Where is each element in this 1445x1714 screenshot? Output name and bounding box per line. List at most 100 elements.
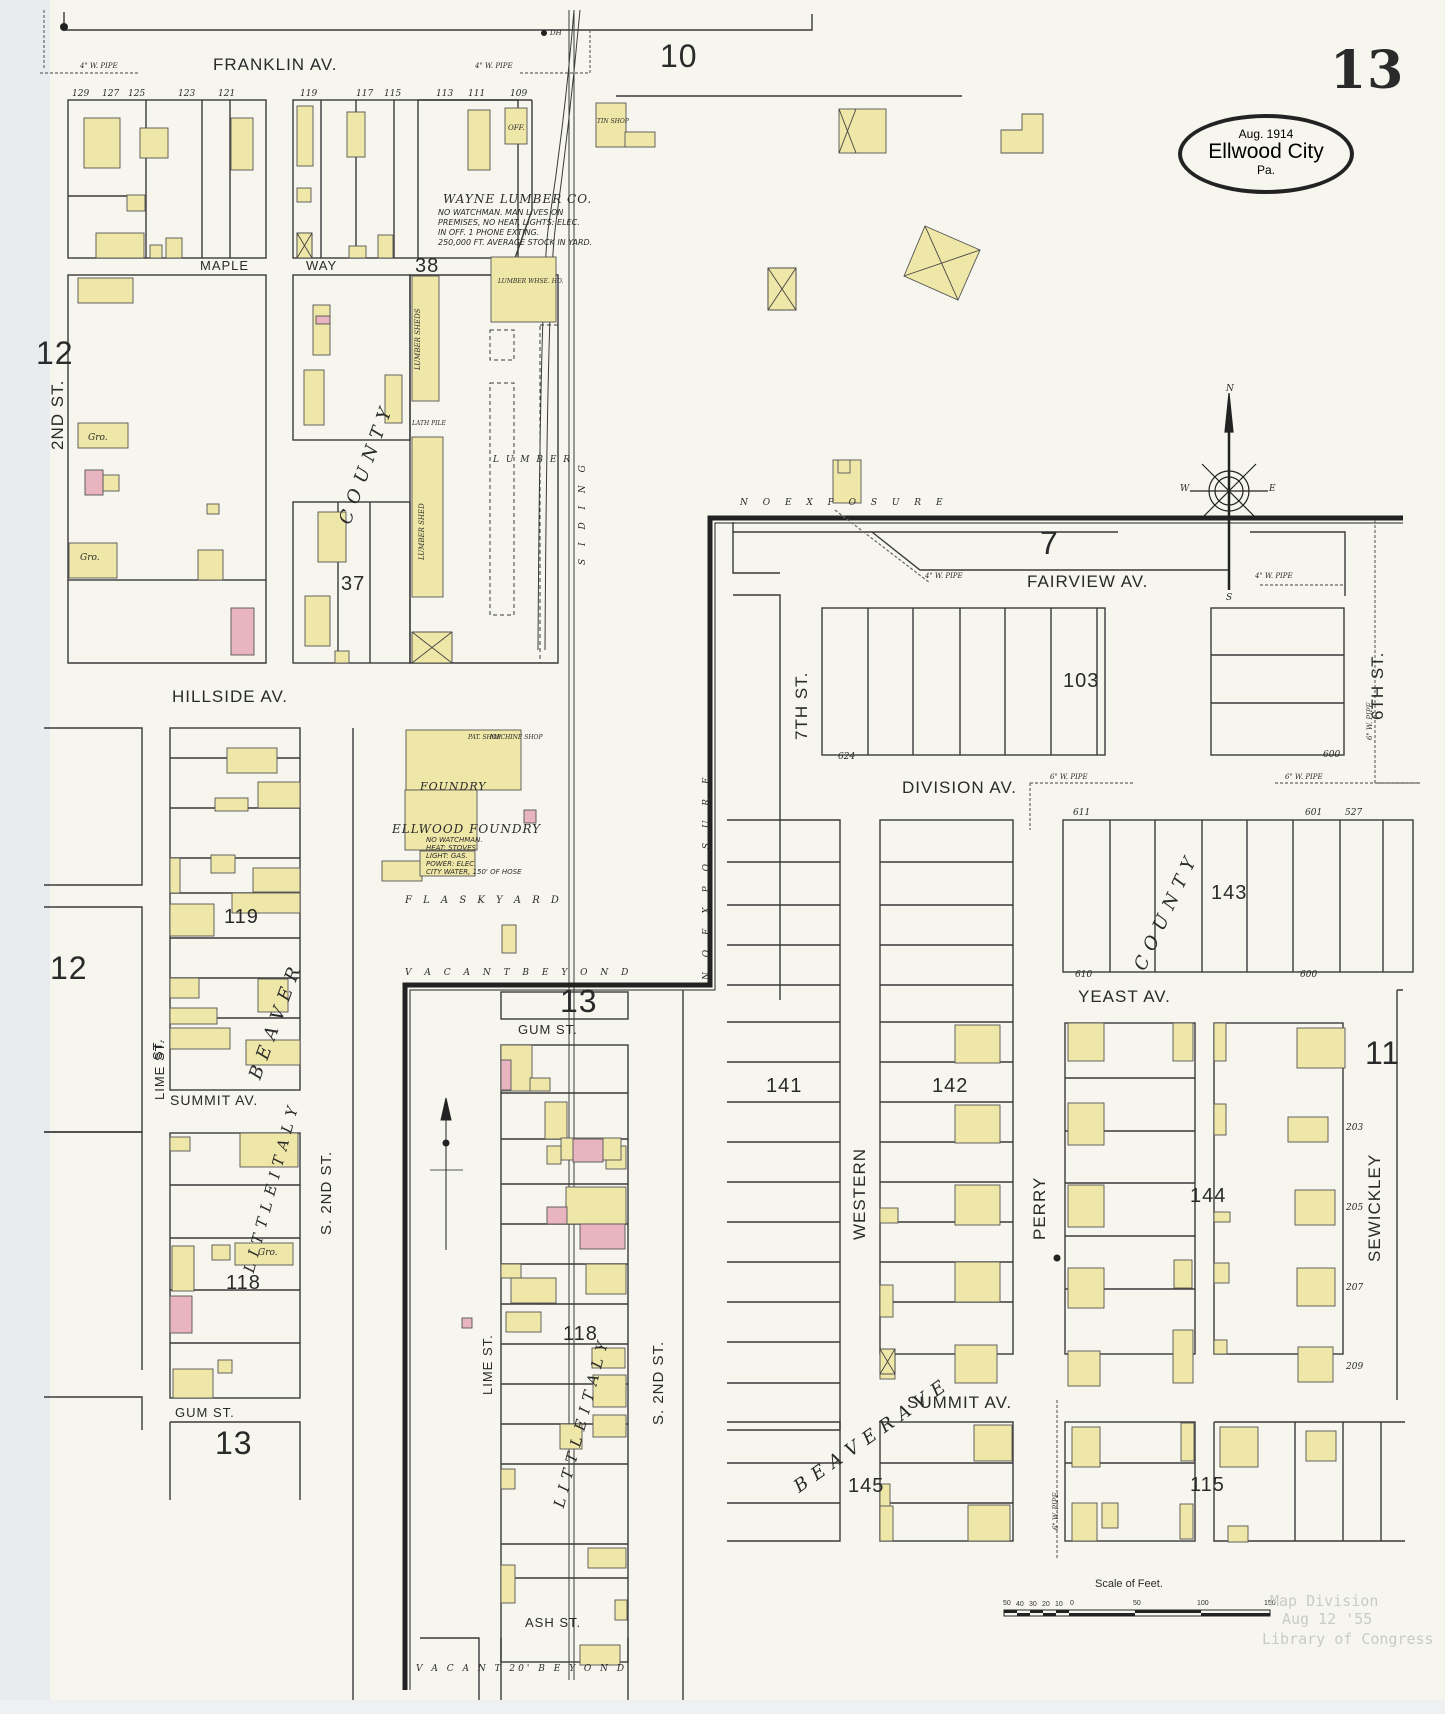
- building-grocery-1[interactable]: Gro.: [88, 433, 108, 443]
- block-37[interactable]: 37: [341, 573, 366, 595]
- block-141[interactable]: 141: [766, 1075, 803, 1097]
- house-number: 121: [218, 89, 236, 99]
- stamp-line-2: Aug 12 '55: [1282, 1610, 1373, 1628]
- business-wayne-lumber-name[interactable]: WAYNE LUMBER CO.: [443, 192, 593, 206]
- block-115[interactable]: 115: [1190, 1474, 1225, 1496]
- block-119[interactable]: 119: [224, 906, 259, 928]
- block-118-central[interactable]: 118: [563, 1323, 598, 1345]
- adjacent-sheet-12-mid[interactable]: 12: [50, 950, 88, 986]
- title-date: Aug. 1914: [1238, 127, 1294, 141]
- house-number: 119: [300, 89, 318, 99]
- house-number: 111: [468, 89, 486, 99]
- house-number: 209: [1346, 1362, 1364, 1372]
- note-line: 250,000 FT. AVERAGE STOCK IN YARD.: [438, 238, 593, 247]
- block-103[interactable]: 103: [1063, 670, 1100, 692]
- block-145[interactable]: 145: [848, 1475, 885, 1497]
- map-sheet: [50, 0, 1445, 1714]
- adjacent-sheet-12-top[interactable]: 12: [36, 335, 74, 371]
- note-line: CITY WATER, 150' OF HOSE: [426, 868, 522, 876]
- house-number: 115: [384, 89, 402, 99]
- business-wayne-lumber-notes: NO WATCHMAN. MAN LIVES ON PREMISES, NO H…: [438, 208, 592, 248]
- label-no-exposure-top: N O E X P O S U R E: [740, 498, 949, 508]
- house-number: 205: [1346, 1203, 1364, 1213]
- scale-tick: 0: [1070, 1600, 1074, 1607]
- house-number: 611: [1073, 808, 1091, 818]
- house-number: 127: [102, 89, 120, 99]
- scan-margin: [0, 1700, 1445, 1714]
- pipe-label-division-west: 6" W. PIPE: [1050, 773, 1088, 781]
- street-summit-av-east: SUMMIT AV.: [907, 1393, 1013, 1412]
- hydrant-label: DH: [550, 29, 562, 37]
- block-38[interactable]: 38: [415, 255, 440, 277]
- house-number: 203: [1346, 1123, 1364, 1133]
- scale-tick: 30: [1029, 1601, 1037, 1608]
- street-franklin-av: FRANKLIN AV.: [213, 55, 338, 74]
- scale-tick: 10: [1055, 1601, 1063, 1608]
- scale-tick: 150: [1264, 1600, 1276, 1607]
- block-143[interactable]: 143: [1211, 882, 1248, 904]
- pipe-label-franklin-west: 4" W. PIPE: [80, 62, 118, 70]
- compass-north: N: [1226, 384, 1234, 394]
- scale-tick: 50: [1133, 1600, 1141, 1607]
- building-office[interactable]: OFF.: [508, 124, 525, 132]
- building-lumber-whse[interactable]: LUMBER WHSE. HO.: [498, 278, 564, 285]
- street-fairview-av: FAIRVIEW AV.: [1027, 572, 1149, 591]
- building-foundry[interactable]: FOUNDRY: [420, 780, 487, 793]
- street-gum-st-central: GUM ST.: [518, 1022, 578, 1037]
- note-line: HEAT: STOVES.: [426, 844, 479, 852]
- street-western: WESTERN: [850, 1148, 869, 1240]
- house-number: 527: [1345, 808, 1363, 818]
- business-ellwood-foundry-name[interactable]: ELLWOOD FOUNDRY: [392, 822, 542, 836]
- street-gum-st-west: GUM ST.: [175, 1405, 235, 1420]
- building-lumber-shed[interactable]: LUMBER SHED: [418, 503, 426, 560]
- building-tin-shop[interactable]: TIN SHOP: [597, 118, 629, 125]
- building-grocery-2[interactable]: Gro.: [80, 553, 100, 563]
- label-lumber-yard: L U M B E R: [493, 455, 573, 465]
- note-line: NO WATCHMAN. MAN LIVES ON: [438, 208, 564, 217]
- title-state: Pa.: [1256, 163, 1275, 177]
- building-machine-shop[interactable]: MACHINE SHOP: [490, 734, 543, 741]
- note-line: IN OFF. 1 PHONE EXTING.: [438, 228, 540, 237]
- pipe-label-fairview-west: 4" W. PIPE: [925, 572, 963, 580]
- street-s-2nd-st-central: S. 2ND ST.: [650, 1340, 667, 1425]
- building-pat-shop[interactable]: PAT. SHOP: [468, 734, 501, 741]
- adjacent-sheet-10[interactable]: 10: [660, 38, 698, 74]
- plate-number: 13: [1330, 40, 1405, 101]
- business-ellwood-foundry-notes: NO WATCHMAN. HEAT: STOVES. LIGHT: GAS. P…: [426, 836, 522, 876]
- label-siding: S I D I N G: [578, 460, 588, 565]
- street-yeast-av: YEAST AV.: [1078, 987, 1171, 1006]
- label-lath-pile: LATH PILE: [412, 420, 446, 427]
- building-grocery-3[interactable]: Gro.: [258, 1248, 278, 1258]
- house-number: 113: [436, 89, 454, 99]
- pipe-label-franklin-east: 4" W. PIPE: [475, 62, 513, 70]
- house-number: 600: [1323, 750, 1341, 760]
- stamp-line-1: Map Division: [1270, 1592, 1379, 1610]
- street-2nd-st: 2ND ST.: [48, 379, 67, 450]
- street-sewickley: SEWICKLEY: [1365, 1153, 1384, 1262]
- street-s-2nd-st-west: S. 2ND ST.: [318, 1150, 335, 1235]
- house-number: 129: [72, 89, 90, 99]
- street-st-label: ST.: [150, 1038, 165, 1060]
- adjacent-sheet-11[interactable]: 11: [1365, 1035, 1401, 1071]
- pipe-label-south: 6" W. PIPE: [1052, 1492, 1060, 1530]
- house-number: 109: [510, 89, 528, 99]
- block-144[interactable]: 144: [1190, 1185, 1227, 1207]
- building-lumber-sheds[interactable]: LUMBER SHEDS: [414, 308, 422, 371]
- house-number: 207: [1346, 1283, 1364, 1293]
- compass-east: E: [1269, 484, 1276, 494]
- adjacent-sheet-7[interactable]: 7: [1040, 525, 1059, 561]
- street-division-av: DIVISION AV.: [902, 778, 1017, 797]
- adjacent-sheet-13-bottom[interactable]: 13: [215, 1425, 253, 1461]
- block-118-west[interactable]: 118: [226, 1272, 261, 1294]
- scale-title: Scale of Feet.: [1095, 1578, 1163, 1590]
- title-city: Ellwood City: [1208, 140, 1324, 163]
- house-number: 123: [178, 89, 196, 99]
- stamp-line-3: Library of Congress: [1262, 1630, 1434, 1648]
- house-number: 601: [1305, 808, 1323, 818]
- scale-tick: 50: [1003, 1600, 1011, 1607]
- street-way: WAY: [306, 258, 338, 273]
- street-7th-st: 7TH ST.: [792, 671, 811, 740]
- block-142[interactable]: 142: [932, 1075, 969, 1097]
- house-number: 125: [128, 89, 146, 99]
- adjacent-sheet-13-mid[interactable]: 13: [560, 983, 598, 1019]
